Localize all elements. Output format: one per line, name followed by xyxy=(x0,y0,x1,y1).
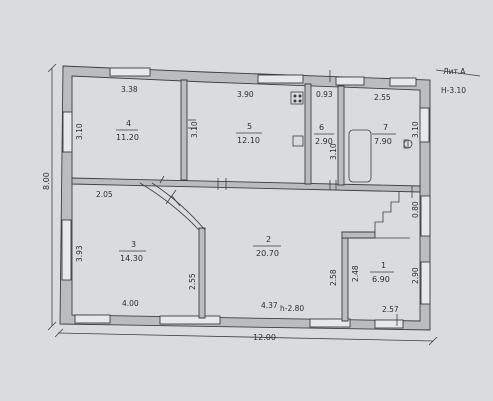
stove-icon xyxy=(290,91,304,105)
room-5-width: 3.90 xyxy=(237,90,254,99)
stair-curve xyxy=(139,175,206,231)
room-5-area: 12.10 xyxy=(237,136,260,145)
liter-label: Лит.А xyxy=(443,67,466,76)
room-1-width: 2.57 xyxy=(382,305,399,314)
stair-steps xyxy=(374,192,410,239)
room-7-area: 7.90 xyxy=(374,137,392,146)
room-2-height: h-2.80 xyxy=(280,304,304,313)
bathtub-icon xyxy=(348,129,372,183)
room-2-width: 4.37 xyxy=(261,301,278,310)
room-3-width: 4.00 xyxy=(122,299,139,308)
room-3-right-depth: 2.55 xyxy=(188,273,197,290)
sink-icon xyxy=(292,135,304,147)
room-1-depth: 2.90 xyxy=(411,267,420,284)
room-6-depth: 3.10 xyxy=(329,143,338,160)
interior-walls xyxy=(71,79,421,322)
corridor-dim: 2.05 xyxy=(96,190,113,199)
room-5-number: 5 xyxy=(247,122,252,131)
height-label: H-3.10 xyxy=(441,86,466,95)
room-7-number: 7 xyxy=(383,123,388,132)
room-1-area: 6.90 xyxy=(372,275,390,284)
room-2-area: 20.70 xyxy=(256,249,279,258)
room-4-number: 4 xyxy=(126,119,131,128)
room-1-left-depth: 2.48 xyxy=(351,265,360,282)
room-2-right-depth: 2.58 xyxy=(329,269,338,286)
room-6-area: 2.90 xyxy=(315,137,333,146)
fixtures xyxy=(290,91,413,183)
dimension-lines xyxy=(47,63,481,346)
room-3-depth: 3.93 xyxy=(75,245,84,262)
room-1-number: 1 xyxy=(381,261,386,270)
stair-depth: 0.80 xyxy=(411,201,420,218)
room-7-width: 2.55 xyxy=(374,93,391,102)
room-3-area: 14.30 xyxy=(120,254,143,263)
door-marks xyxy=(188,119,413,198)
room-4-area: 11.20 xyxy=(116,133,139,142)
windows xyxy=(61,67,431,329)
room-2-number: 2 xyxy=(266,235,271,244)
room-6-number: 6 xyxy=(319,123,324,132)
overall-depth: 8.00 xyxy=(42,172,51,190)
room-3-number: 3 xyxy=(131,240,136,249)
room-4-width: 3.38 xyxy=(121,85,138,94)
overall-width: 12.00 xyxy=(253,333,276,342)
room-7-depth: 3.10 xyxy=(411,121,420,138)
room-4-right-depth: 3.10 xyxy=(190,121,199,138)
room-6-width: 0.93 xyxy=(316,90,333,99)
room-4-depth: 3.10 xyxy=(75,123,84,140)
